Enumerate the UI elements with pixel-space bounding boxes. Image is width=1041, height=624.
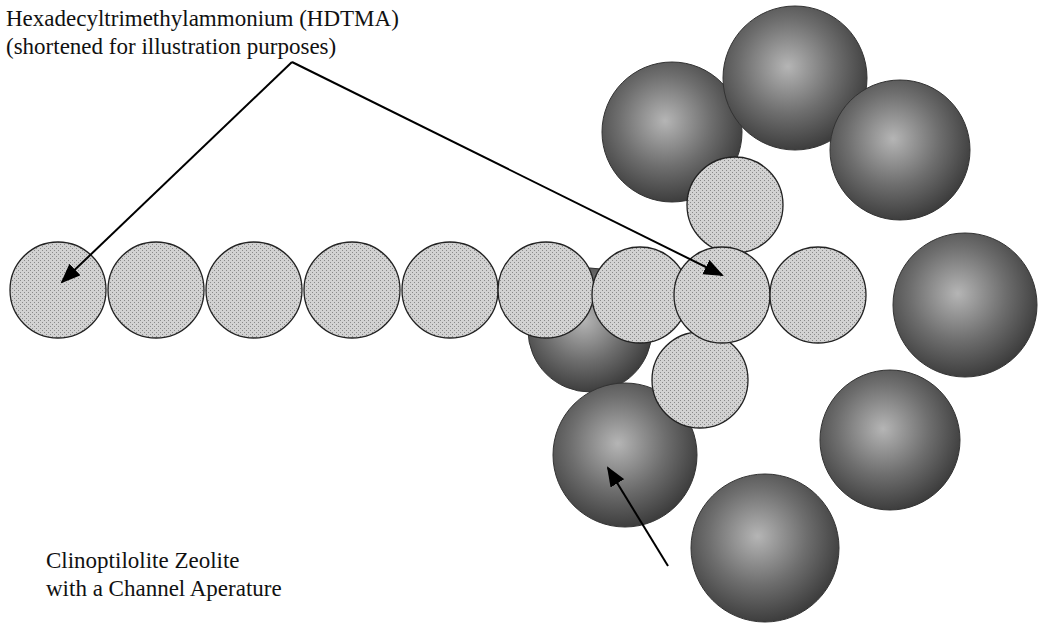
callout-label: with a Channel Aperature [46, 576, 282, 601]
callout-label: Clinoptilolite Zeolite [46, 548, 240, 573]
callout-label: (shortened for illustration purposes) [6, 34, 336, 59]
callout-label: Hexadecyltrimethylammonium (HDTMA) [6, 6, 399, 31]
hdtma-chain [10, 157, 866, 428]
zeolite-ring [528, 6, 1037, 622]
leader-lines [62, 62, 722, 566]
